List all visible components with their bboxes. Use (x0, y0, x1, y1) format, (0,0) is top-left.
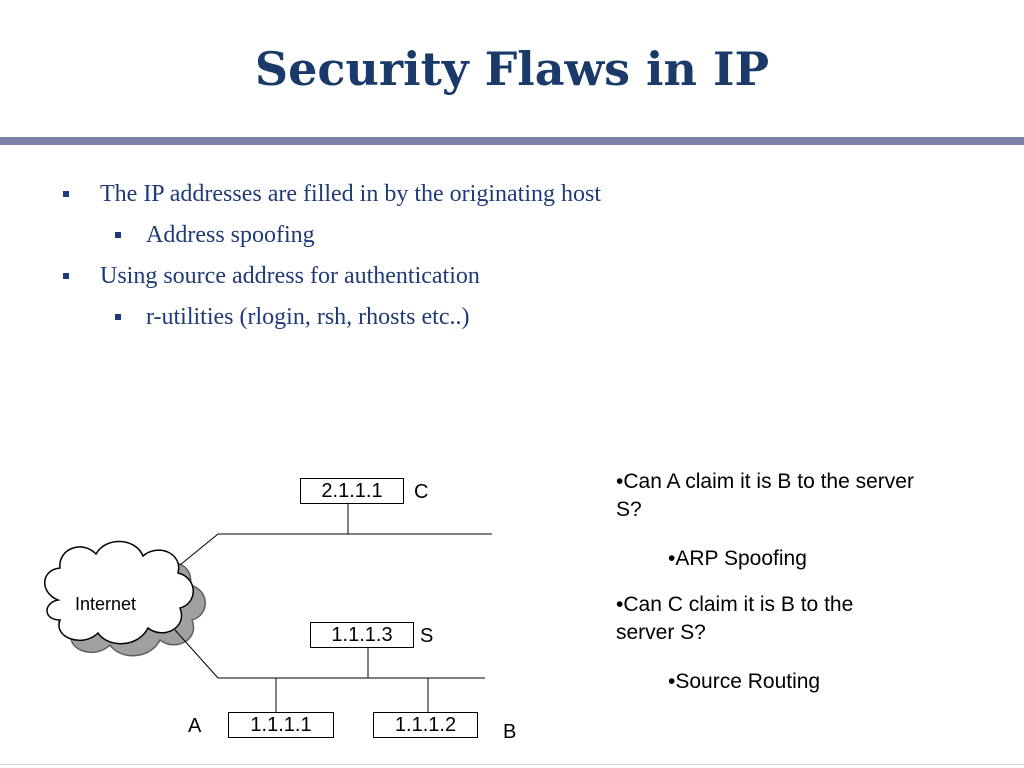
internet-label: Internet (75, 594, 137, 614)
bullet-marker-icon (63, 273, 69, 279)
cloud-to-net2-link (174, 629, 219, 679)
host-a-label: A (188, 715, 202, 737)
sub-bullet-item: r-utilities (rlogin, rsh, rhosts etc..) (115, 303, 470, 331)
host-a-ip-box: 1.1.1.1 (228, 712, 334, 738)
note-question-1: •Can A claim it is B to the server S? (616, 470, 914, 521)
slide-title: Security Flaws in IP (254, 42, 770, 96)
network-links (174, 503, 492, 712)
bullet-marker-icon (115, 232, 121, 238)
note-answer-2: •Source Routing (668, 670, 821, 693)
cloud-to-net1-link (179, 533, 219, 566)
sub-bullet-item: Address spoofing (115, 221, 315, 249)
internet-cloud-icon (44, 540, 194, 645)
bullet-text: r-utilities (rlogin, rsh, rhosts etc..) (146, 304, 470, 330)
bullet-text: Address spoofing (146, 222, 315, 248)
bottom-divider (0, 764, 1024, 765)
note-question-2: •Can C claim it is B to the server S? (616, 593, 854, 644)
bullet-marker-icon (115, 314, 121, 320)
host-b-ip-box: 1.1.1.2 (373, 712, 478, 738)
bullet-item: The IP addresses are filled in by the or… (63, 180, 601, 208)
bullet-item: Using source address for authentication (63, 262, 480, 290)
note-answer-1: •ARP Spoofing (668, 547, 807, 570)
bullet-text: Using source address for authentication (100, 263, 480, 289)
host-s-ip-box: 1.1.1.3 (310, 622, 414, 648)
host-b-label: B (503, 721, 517, 743)
bullet-marker-icon (63, 191, 69, 197)
bullet-text: The IP addresses are filled in by the or… (100, 181, 601, 207)
host-c-label: C (414, 481, 429, 503)
host-s-label: S (420, 625, 434, 647)
host-c-ip-box: 2.1.1.1 (300, 478, 404, 504)
title-divider (0, 137, 1024, 145)
